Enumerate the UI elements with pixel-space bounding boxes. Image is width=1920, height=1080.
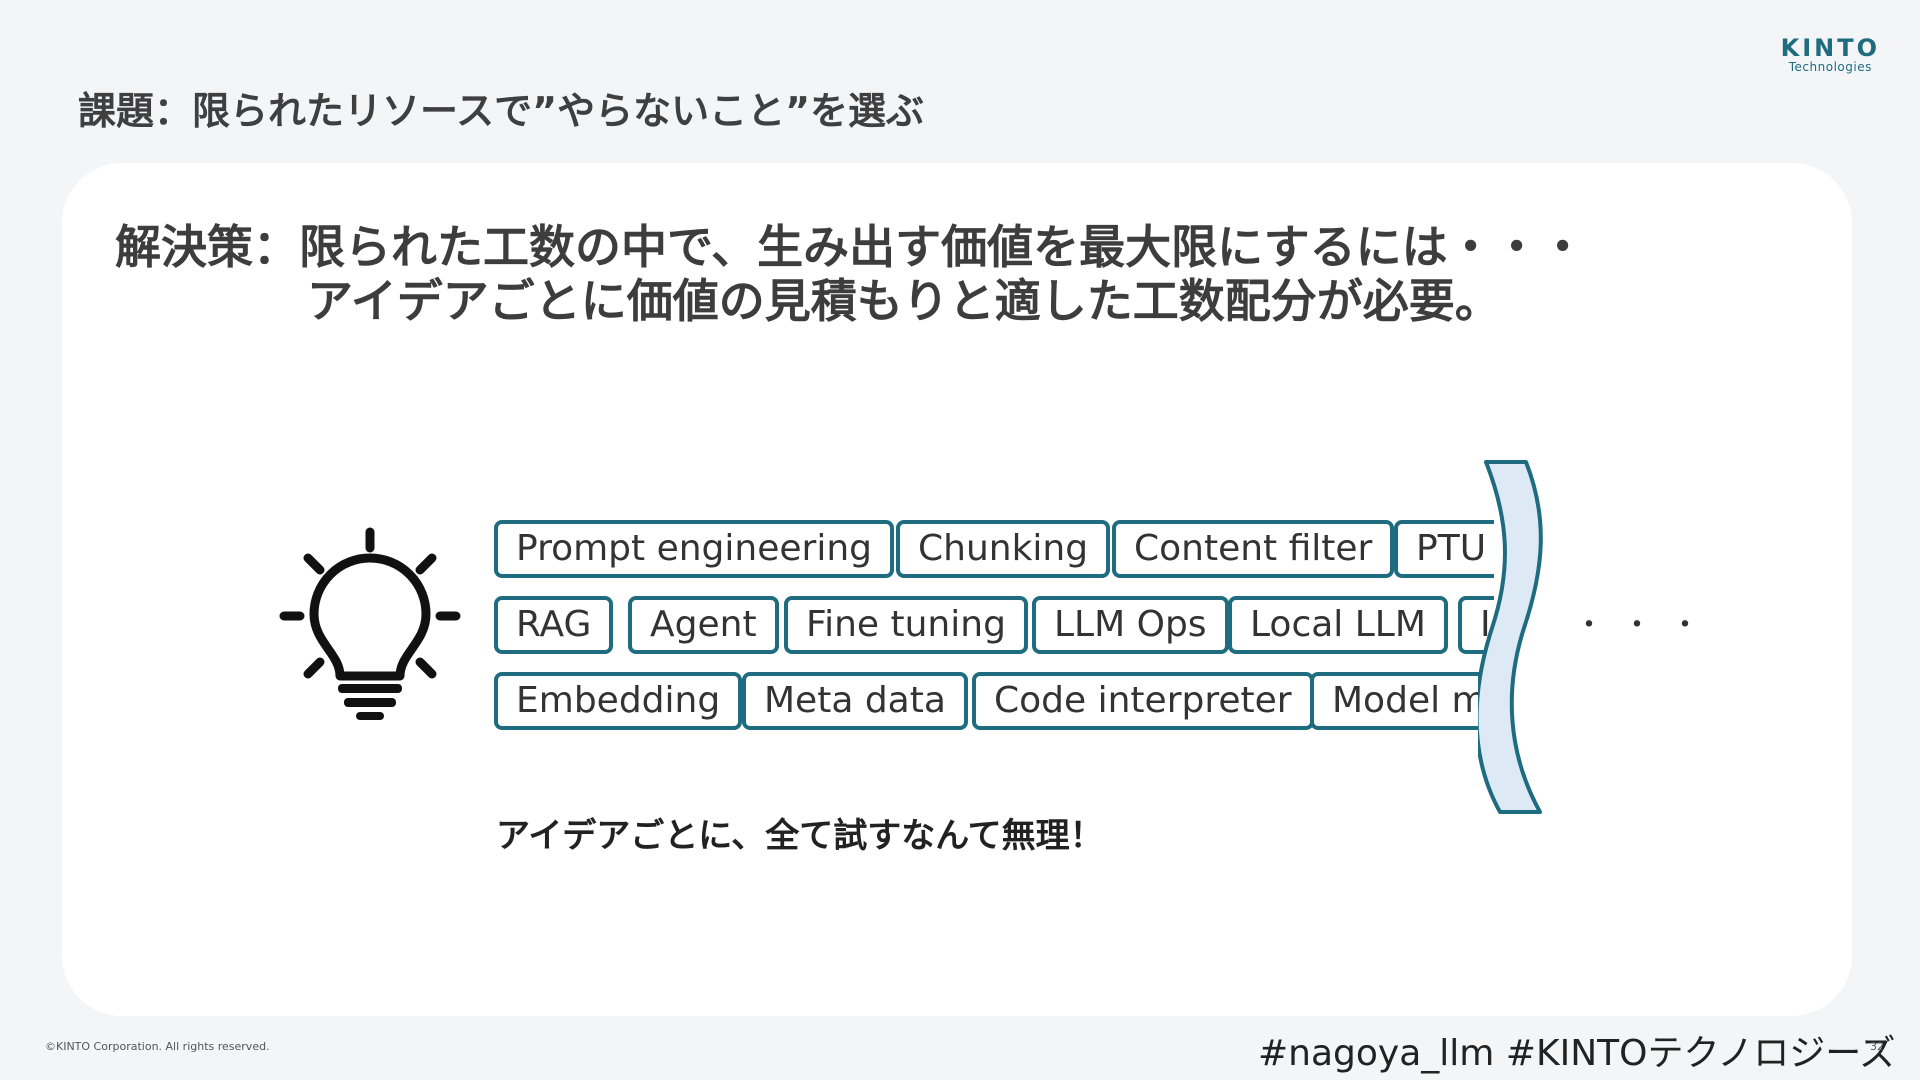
logo-main-text: KINTO (1780, 34, 1880, 62)
tag-content-filter: Content filter (1112, 520, 1395, 578)
hashtags: #nagoya_llm #KINTOテクノロジーズ (1258, 1033, 1896, 1074)
note-text: アイデアごとに、全て試すなんて無理！ (496, 816, 1104, 856)
headline-line-1: 解決策：限られた工数の中で、生み出す価値を最大限にするには・・・ (115, 220, 1586, 274)
wave-break-icon (1478, 460, 1543, 814)
tag-truncated: I (1458, 596, 1494, 654)
tag-ptu: PTU (1394, 520, 1494, 578)
kinto-logo: KINTO Technologies (1781, 36, 1880, 74)
content-card (62, 163, 1852, 1016)
tag-embedding: Embedding (494, 672, 743, 730)
tag-fine-tuning: Fine tuning (784, 596, 1028, 654)
page-title: 課題：限られたリソースで”やらないこと”を選ぶ (78, 89, 925, 133)
tag-prompt-engineering: Prompt engineering (494, 520, 894, 578)
tag-meta-data: Meta data (742, 672, 968, 730)
ellipsis: ・・・ (1574, 608, 1718, 643)
headline: 解決策：限られた工数の中で、生み出す価値を最大限にするには・・・ アイデアごとに… (115, 220, 1586, 328)
tag-model-merge: Model me (1310, 672, 1494, 730)
tag-chunking: Chunking (896, 520, 1111, 578)
tag-rag: RAG (494, 596, 614, 654)
logo-sub-text: Technologies (1788, 60, 1872, 74)
tag-local-llm: Local LLM (1228, 596, 1448, 654)
tag-code-interpreter: Code interpreter (972, 672, 1314, 730)
tag-llm-ops: LLM Ops (1032, 596, 1229, 654)
tag-agent: Agent (628, 596, 779, 654)
idea-tags: Prompt engineering Chunking Content filt… (494, 520, 1494, 740)
headline-line-2: アイデアごとに価値の見積もりと適した工数配分が必要。 (307, 274, 1501, 328)
lightbulb-icon (279, 527, 461, 720)
copyright: ©KINTO Corporation. All rights reserved. (45, 1040, 270, 1053)
page-number: 32 (1870, 1040, 1884, 1053)
